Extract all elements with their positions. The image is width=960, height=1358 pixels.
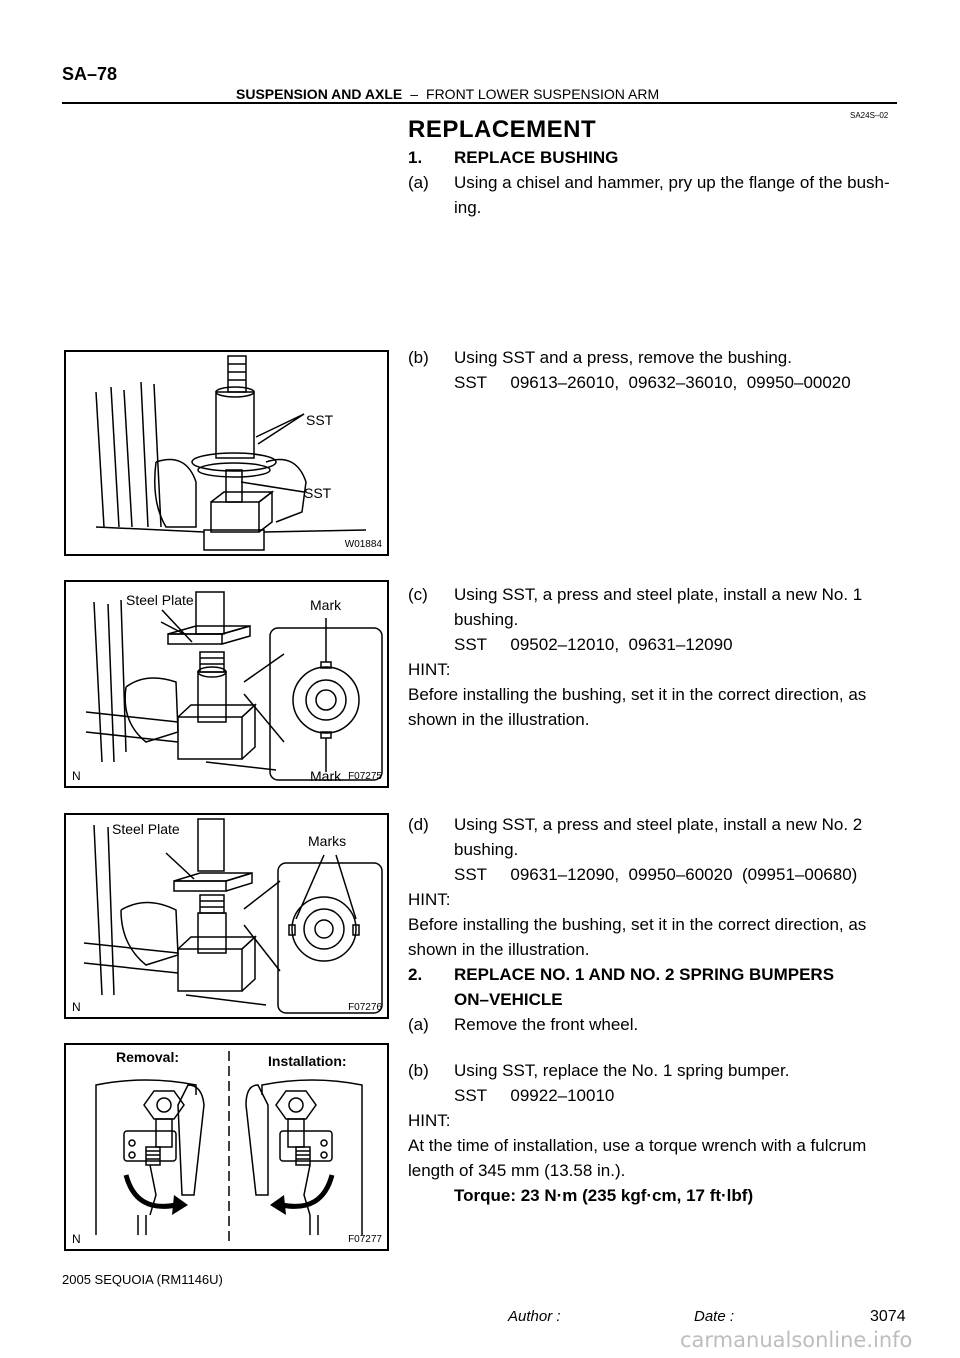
step-1: 1. REPLACE BUSHING: [408, 145, 618, 170]
step-2b-hint: HINT:: [408, 1111, 451, 1130]
step-1c: (c) Using SST, a press and steel plate, i…: [408, 582, 862, 607]
figure-spring-bumper: Removal: Installation: N F07277: [64, 1043, 389, 1251]
label-marks: Marks: [308, 833, 347, 849]
step-1d-label: (d): [408, 815, 429, 834]
step-2-line2: ON–VEHICLE: [454, 990, 563, 1009]
step-2a: (a) Remove the front wheel.: [408, 1012, 638, 1037]
step-1c-line1: Using SST, a press and steel plate, inst…: [454, 585, 863, 604]
doc-code: SA24S–02: [850, 111, 889, 120]
step-1a-label: (a): [408, 173, 429, 192]
figure-install-no1-bushing: Steel Plate Mark Mark N F07275: [64, 580, 389, 788]
page-number: SA–78: [62, 64, 118, 84]
figure-sst-remove-bushing: SST SST W01884: [64, 350, 389, 556]
step-2b-line1: Using SST, replace the No. 1 spring bump…: [454, 1061, 790, 1080]
step-2: 2. REPLACE NO. 1 AND NO. 2 SPRING BUMPERS: [408, 962, 834, 987]
step-2-line1: REPLACE NO. 1 AND NO. 2 SPRING BUMPERS: [454, 965, 835, 984]
step-2-number: 2.: [408, 965, 423, 984]
step-1-number: 1.: [408, 148, 423, 167]
label-mark-top: Mark: [310, 597, 342, 613]
header-rule: [62, 102, 897, 104]
step-1b-label: (b): [408, 348, 429, 367]
step-1c-sst: SST 09502–12010, 09631–12090: [454, 635, 733, 654]
step-2a-text: Remove the front wheel.: [454, 1015, 639, 1034]
press-illustration: [95, 355, 367, 551]
figure-id: W01884: [344, 539, 382, 550]
step-2a-label: (a): [408, 1015, 429, 1034]
label-steel-plate: Steel Plate: [112, 821, 180, 837]
section-header: SUSPENSION AND AXLE–FRONT LOWER SUSPENSI…: [236, 86, 659, 102]
step-1a-line2: ing.: [454, 198, 482, 217]
section-separator: –: [410, 86, 419, 102]
step-1d-hint-line1: Before installing the bushing, set it in…: [408, 915, 867, 934]
step-1b-line1: Using SST and a press, remove the bushin…: [454, 348, 792, 367]
step-2b-torque: Torque: 23 N·m (235 kgf·cm, 17 ft·lbf): [454, 1186, 754, 1205]
step-2b: (b) Using SST, replace the No. 1 spring b…: [408, 1058, 789, 1083]
spring-bumper-illustration: [95, 1051, 363, 1245]
step-1a-line1: Using a chisel and hammer, pry up the fl…: [454, 173, 890, 192]
label-sst-lower: SST: [304, 485, 332, 501]
label-installation: Installation:: [268, 1053, 347, 1069]
figure-id: F07275: [348, 771, 382, 782]
label-mark-bottom: Mark: [310, 768, 342, 784]
figure-id: F07277: [348, 1234, 382, 1245]
footer-date: Date :: [694, 1308, 735, 1325]
step-1c-hint: HINT:: [408, 660, 451, 679]
label-sst-upper: SST: [306, 412, 334, 428]
install-no1-illustration: [85, 591, 383, 781]
figure-n-marker: N: [72, 1000, 81, 1014]
step-1d-line2: bushing.: [454, 840, 519, 859]
step-1a: (a) Using a chisel and hammer, pry up the…: [408, 170, 890, 195]
figure-id: F07276: [348, 1002, 382, 1013]
figure-n-marker: N: [72, 769, 81, 783]
step-2b-hint-line1: At the time of installation, use a torqu…: [408, 1136, 867, 1155]
step-1c-hint-line1: Before installing the bushing, set it in…: [408, 685, 867, 704]
watermark: carmanualsonline.info: [680, 1328, 913, 1352]
step-1c-label: (c): [408, 585, 428, 604]
step-1d-hint: HINT:: [408, 890, 451, 909]
page-title: REPLACEMENT: [408, 116, 597, 143]
step-2b-hint-line2: length of 345 mm (13.58 in.).: [408, 1161, 626, 1180]
label-steel-plate: Steel Plate: [126, 592, 194, 608]
step-1b: (b) Using SST and a press, remove the bus…: [408, 345, 792, 370]
step-1d-line1: Using SST, a press and steel plate, inst…: [454, 815, 863, 834]
step-2b-sst: SST 09922–10010: [454, 1086, 615, 1105]
section-title: SUSPENSION AND AXLE: [236, 86, 403, 102]
step-1d: (d) Using SST, a press and steel plate, i…: [408, 812, 862, 837]
footer-author: Author :: [508, 1308, 561, 1325]
footer-page-code: 3074: [870, 1308, 906, 1325]
step-1b-sst: SST 09613–26010, 09632–36010, 09950–0002…: [454, 373, 851, 392]
step-1c-hint-line2: shown in the illustration.: [408, 710, 590, 729]
footer-model: 2005 SEQUOIA (RM1146U): [62, 1272, 223, 1287]
step-1d-sst: SST 09631–12090, 09950–60020 (09951–0068…: [454, 865, 858, 884]
figure-install-no2-bushing: Steel Plate Marks N F07276: [64, 813, 389, 1019]
step-2b-label: (b): [408, 1061, 429, 1080]
label-removal: Removal:: [116, 1049, 180, 1065]
step-1c-line2: bushing.: [454, 610, 519, 629]
figure-n-marker: N: [72, 1232, 81, 1246]
subsection-title: FRONT LOWER SUSPENSION ARM: [426, 86, 660, 102]
step-1d-hint-line2: shown in the illustration.: [408, 940, 590, 959]
step-1-text: REPLACE BUSHING: [454, 148, 619, 167]
install-no2-illustration: [83, 818, 383, 1014]
